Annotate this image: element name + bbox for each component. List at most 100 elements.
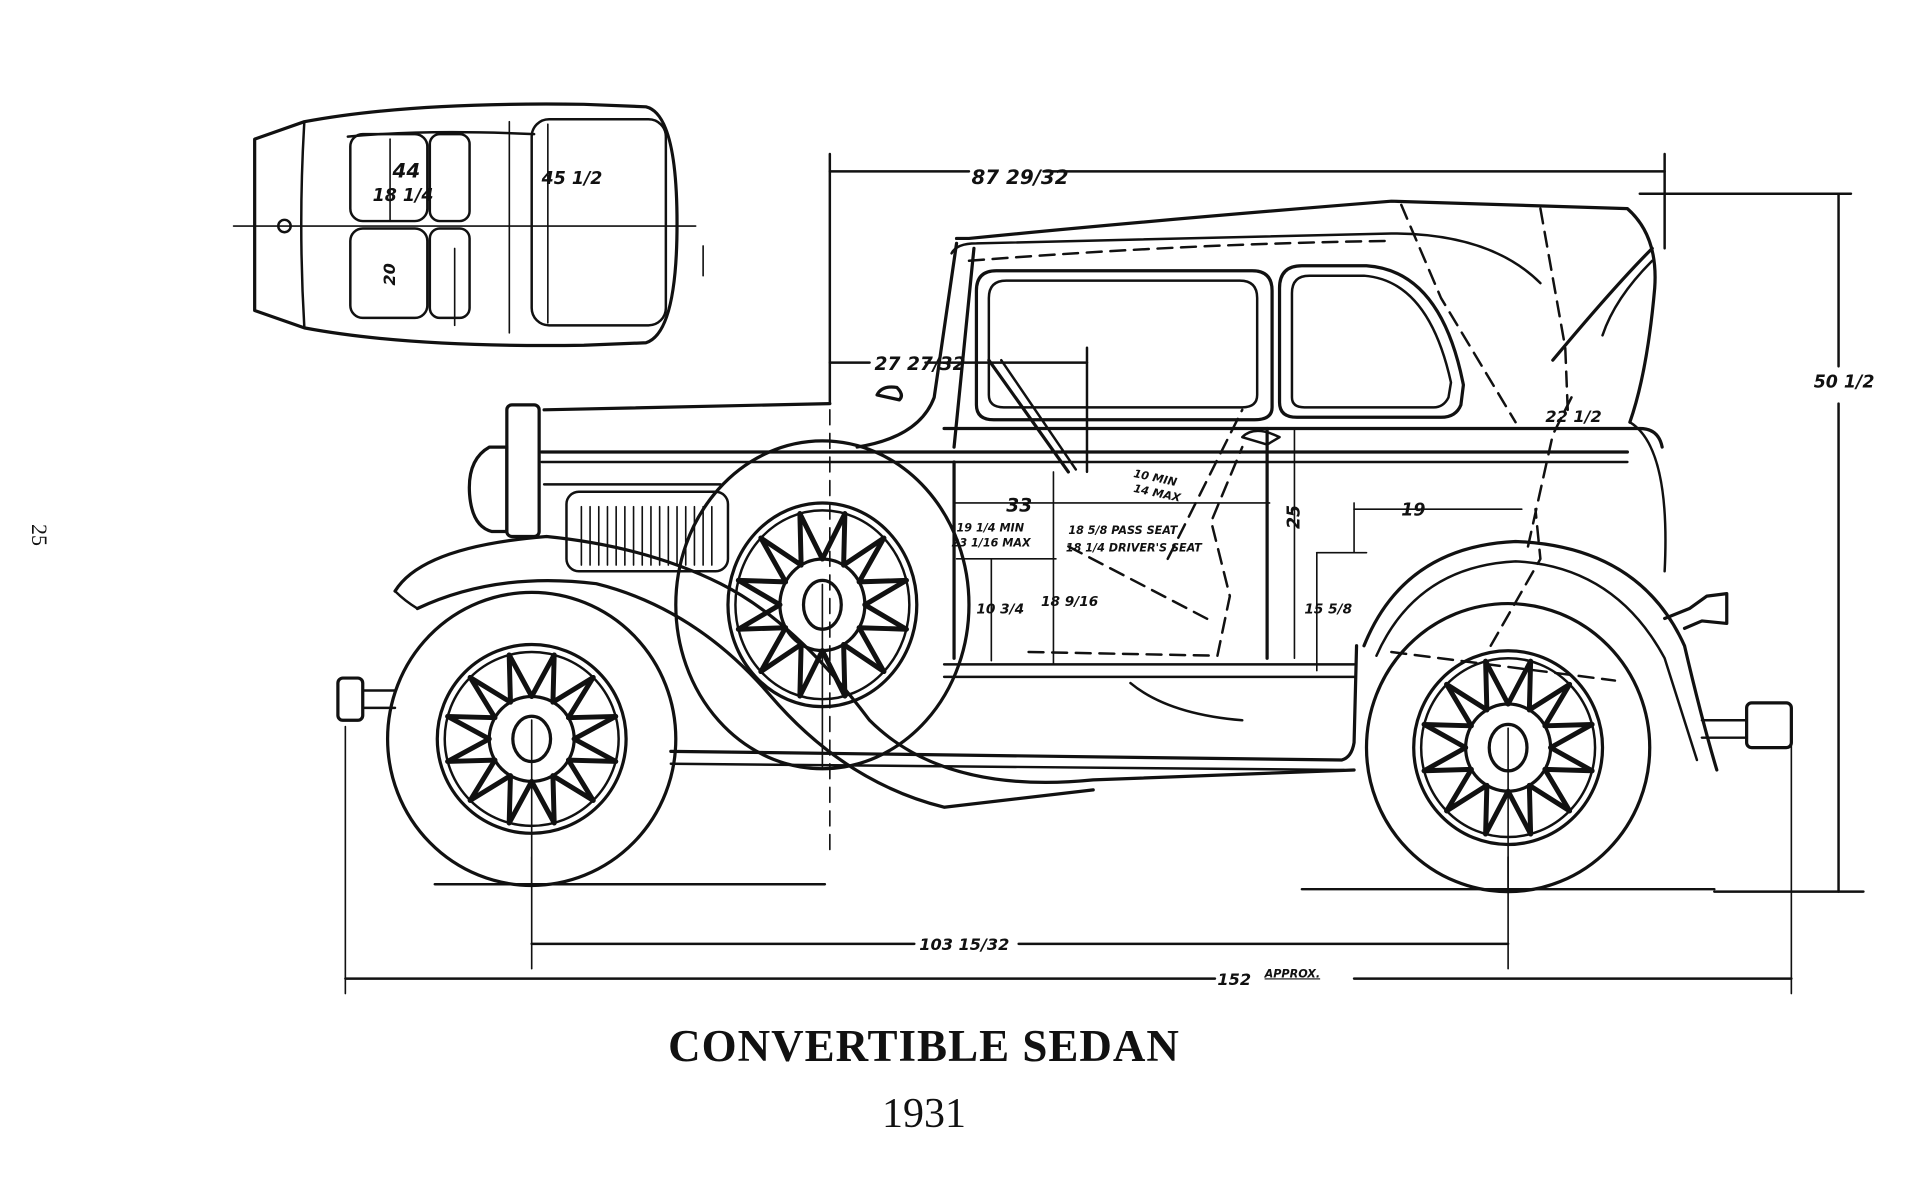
dim-cowl-to-door: 27 27/32 [875, 354, 966, 375]
wheel-spoke [529, 652, 557, 699]
wheel-spoke [467, 674, 498, 721]
dim-pass-seat: 18 5/8 PASS SEAT [1068, 524, 1178, 537]
dim-wheelbase: 103 15/32 [919, 935, 1009, 954]
wheel-spoke [445, 736, 492, 764]
dim-approx-note: APPROX. [1264, 967, 1321, 980]
wheel-spoke [1421, 721, 1474, 729]
wheel-spoke [758, 535, 789, 585]
wheel-spoke [862, 602, 909, 632]
dim-front-seat-left: 18 1/4 [373, 186, 434, 206]
wheel-spoke [841, 511, 848, 568]
dim-door-height: 25 [1284, 505, 1304, 529]
wheel-spoke [550, 652, 557, 705]
dim-driver-seat: 18 1/4 DRIVER'S SEAT [1066, 541, 1203, 554]
wheel-spoke [1548, 745, 1595, 774]
dim-floor-to-seat: 18 9/16 [1041, 594, 1099, 610]
wheel-spoke [758, 625, 789, 675]
wheel-spoke [506, 652, 513, 705]
wheel-spoke [1483, 782, 1490, 837]
dim-seat-cushion: 10 3/4 [976, 601, 1024, 617]
wheel-spoke [467, 757, 498, 803]
wheel-spoke [1542, 766, 1573, 814]
wheel-spoke [506, 773, 513, 826]
wheel-spoke [797, 642, 804, 699]
drawing-title: CONVERTIBLE SEDAN [668, 1021, 1180, 1071]
wheel-spoke [1483, 658, 1490, 713]
wheel-spoke [1444, 681, 1474, 729]
dim-front-seat-width: 44 [392, 160, 421, 183]
wheel-spoke [1526, 782, 1573, 814]
wheel-spoke [1526, 681, 1573, 713]
wheel-spoke [565, 674, 596, 721]
wheel-spoke [550, 674, 596, 705]
wheel-spoke [856, 577, 909, 585]
wheel-spoke [856, 625, 887, 675]
wheel-spoke [1542, 766, 1595, 774]
wheel-spoke [467, 773, 513, 803]
dim-rear-seat-width: 45 1/2 [541, 169, 603, 189]
wheel-spoke [735, 577, 783, 608]
wheel-spoke [1542, 681, 1573, 729]
wheel-spoke [1483, 788, 1511, 837]
wheel-spoke [565, 757, 619, 764]
wheel-spoke [841, 642, 887, 675]
wheel-spoke [1483, 658, 1511, 707]
rear-wheel [1364, 601, 1652, 894]
wheel-spoke [571, 713, 619, 742]
wheel-spoke [565, 757, 596, 803]
wheels [385, 439, 1652, 894]
wheel-spoke [445, 713, 492, 742]
dim-seat-to-pedal-max: 23 1/16 MAX [952, 536, 1032, 549]
dim-front-seat-right: 20 [380, 263, 399, 285]
dim-overall-length: 152 [1217, 970, 1251, 989]
dim-rear-headroom: 22 1/2 [1545, 407, 1601, 426]
hood-louvers [580, 505, 713, 566]
wheel-spoke [841, 642, 848, 699]
dim-overall-height: 50 1/2 [1814, 372, 1875, 392]
wheel-spoke [1444, 782, 1490, 814]
wheel-spoke [1542, 721, 1595, 729]
wheel-spoke [735, 602, 783, 632]
wheel-spoke [819, 648, 848, 699]
wheel-spoke [735, 625, 789, 632]
wheel-spoke [841, 535, 887, 568]
wheel-spoke [856, 625, 909, 632]
plan-view [232, 102, 704, 348]
wheel-spoke [1505, 658, 1534, 707]
spare-wheel [674, 439, 971, 771]
wheel-spoke [797, 511, 825, 562]
wheel-spoke [445, 757, 498, 764]
wheel-spoke [1444, 681, 1490, 713]
wheel-spoke [1526, 782, 1534, 837]
wheel-spoke [797, 648, 825, 699]
wheel-spoke [862, 577, 909, 608]
dim-rear-seat-height: 15 5/8 [1304, 601, 1352, 617]
wheel-spoke [735, 577, 789, 585]
wheel-spoke [506, 652, 535, 699]
front-wheel [385, 590, 678, 888]
wheel-spoke [529, 778, 557, 826]
wheel-spoke [758, 642, 804, 675]
wheel-spoke [1421, 745, 1469, 774]
wheel-spoke [1505, 788, 1534, 837]
side-view [336, 199, 1793, 858]
drawing-year: 1931 [882, 1091, 966, 1137]
wheel-spoke [1548, 721, 1595, 751]
wheel-spoke [1526, 658, 1534, 713]
wheel-spoke [550, 773, 596, 803]
wheel-spoke [550, 773, 557, 826]
wheel-spoke [1421, 721, 1469, 751]
wheel-spoke [506, 778, 535, 826]
dim-seat-depth: 33 [1006, 496, 1032, 517]
wheel-spoke [758, 535, 804, 568]
wheel-spoke [856, 535, 887, 585]
page-number: 25 [27, 524, 52, 546]
wheel-spoke [565, 713, 619, 721]
wheel-spoke [819, 511, 848, 562]
dim-overall-top-length: 87 29/32 [971, 166, 1068, 189]
wheel-spoke [1444, 766, 1474, 814]
wheel-spoke [445, 713, 498, 721]
wheel-spoke [1421, 766, 1474, 774]
dim-rear-seat-depth: 19 [1401, 500, 1425, 520]
